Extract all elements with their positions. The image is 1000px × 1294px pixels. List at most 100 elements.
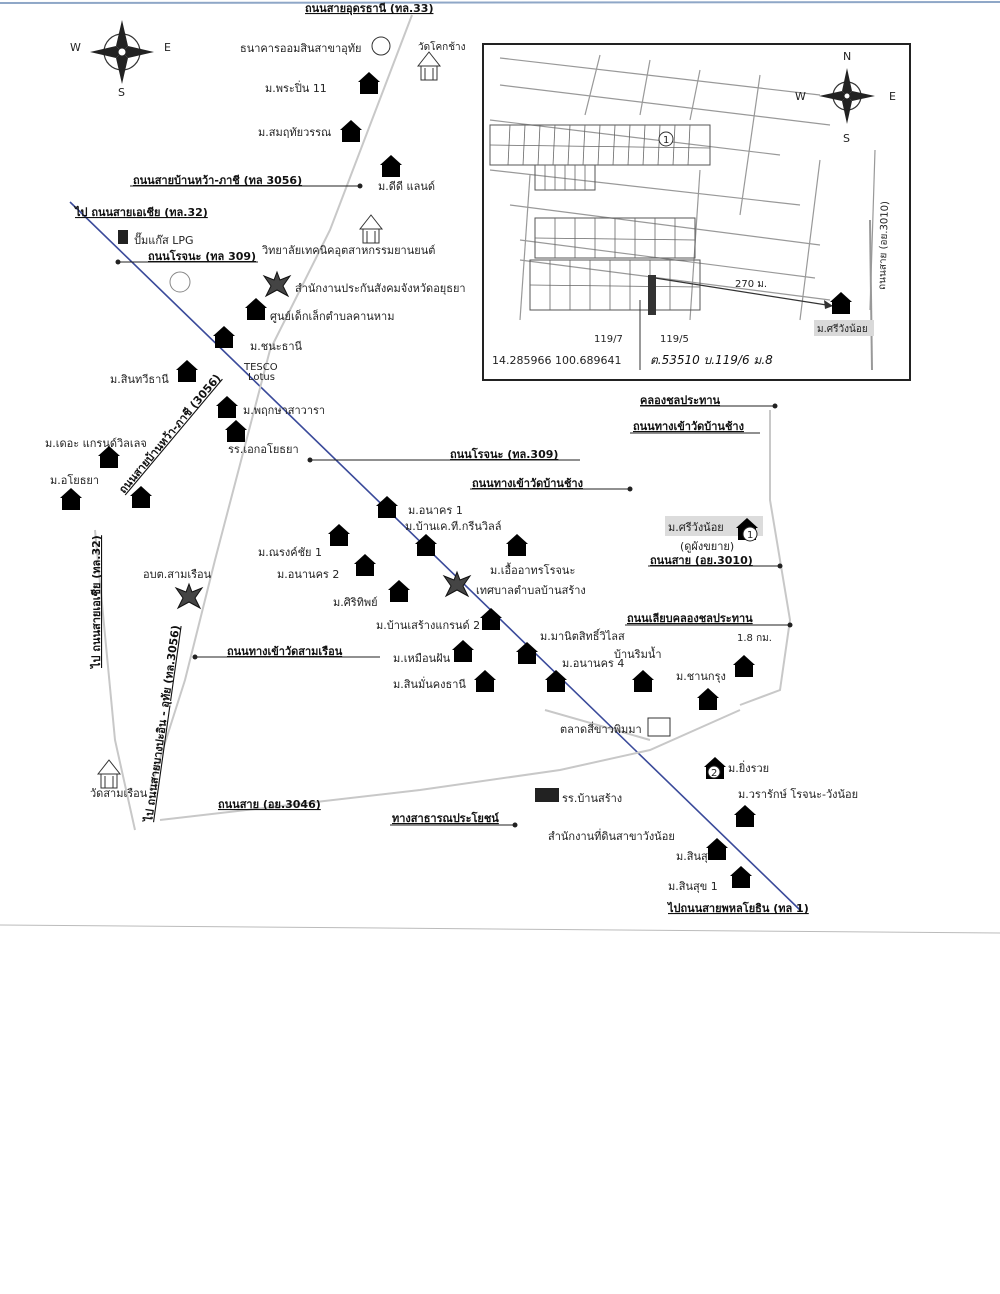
- scan-edge: [0, 1, 1000, 4]
- municipality-garuda-icon: [443, 571, 471, 597]
- place-tesco: TESCO: [243, 362, 278, 373]
- frame-bottom: [0, 924, 1000, 934]
- place-ying-ruay: ม.ยิ่งรวย: [728, 760, 769, 775]
- place-sam-ruean-office: อบต.สามเรือน: [143, 568, 212, 581]
- place-marker-1: 1: [747, 530, 753, 541]
- road-label-asia-top: ไป ถนนสายเอเชีย (ทล.32): [73, 205, 208, 219]
- place-the-grand: ม.เดอะ แกรนด์วิลเลจ: [45, 437, 147, 450]
- place-anakorn2: ม.อนานคร 2: [277, 568, 339, 581]
- place-manit: ม.มานิตสิทธิ์วิไลส: [540, 628, 625, 643]
- ayutthaya-house-icon-1: [60, 488, 82, 510]
- place-extension: (ดูผังขยาย): [680, 540, 734, 553]
- narong-house-icon: [328, 524, 350, 546]
- sinsuk1-house-icon: [730, 866, 752, 888]
- daycare-house-icon: [245, 298, 267, 320]
- place-bansang-grand: ม.บ้านเสร้างแกรนด์ 2: [376, 619, 480, 632]
- compass-inset: N W E S: [795, 50, 896, 145]
- compass-main-east: E: [164, 41, 171, 54]
- place-daycare: ศูนย์เด็กเล็กตำบลคานหาม: [270, 309, 394, 323]
- place-wat-chang: วัดโคกช้าง: [418, 40, 466, 53]
- inset-plot-1195: 119/5: [660, 334, 689, 345]
- place-market: ตลาดสี่ขาวพิมมา: [560, 721, 642, 736]
- place-ban-rim-nam: บ้านริมน้ำ: [614, 646, 662, 661]
- road-label-distance-18: 1.8 กม.: [737, 633, 772, 644]
- place-ban-khao: ม.บ้านเค.ที.กรีนวิลล์: [405, 520, 502, 533]
- inset-map: 1 270 ม. ถนนสาย (อย.3010) ม.ศรีวังน้อย 1…: [482, 43, 911, 381]
- muang-fan-house-icon: [452, 640, 474, 662]
- road-label-khlong: คลองชลประทาน: [640, 394, 721, 407]
- ban-khao-house-icon: [415, 534, 437, 556]
- place-uea-athorn: ม.เอื้ออาทรโรจนะ: [490, 562, 575, 577]
- dd-land-house-icon: [380, 155, 402, 177]
- compass-inset-north: N: [843, 50, 851, 63]
- chana-house-icon: [213, 326, 235, 348]
- chan-krung-house-icon-2: [697, 688, 719, 710]
- inset-distance: 270 ม.: [735, 279, 767, 290]
- manit-house-icon: [516, 642, 538, 664]
- road-label-wat-sam-ruean: ถนนทางเข้าวัดสามเรือน: [227, 645, 343, 658]
- road-label-3010: ถนนสาย (อย.3010): [650, 554, 753, 567]
- place-lotus: Lotus: [248, 372, 275, 383]
- compass-main-west: W: [70, 41, 81, 54]
- place-anakorn1: ม.อนาคร 1: [408, 504, 463, 517]
- phruksa-house-icon: [216, 396, 238, 418]
- lpg-pump-icon: [118, 230, 128, 244]
- place-school-bansang: รร.บ้านสร้าง: [562, 792, 622, 805]
- place-sirichai: ม.ศิริทิพย์: [333, 596, 378, 609]
- compass-inset-south: S: [843, 132, 850, 145]
- wat-sam-ruean-temple-icon: [97, 759, 121, 789]
- inset-handwritten-note: ต.53510 บ.119/6 ม.8: [650, 353, 773, 367]
- place-lpg: ปั๊มแก๊ส LPG: [134, 232, 193, 247]
- road-label-3056-top: ถนนสายบ้านหว้า-ภาชี (ทล 3056): [133, 174, 302, 187]
- marker-2-circle: [707, 765, 721, 779]
- marker-1-circle: [742, 526, 758, 542]
- inset-road-3010: ถนนสาย (อย.3010): [877, 201, 891, 290]
- place-wararak: ม.วรารักษ์ โรจนะ-วังน้อย: [738, 787, 858, 801]
- wat-chang-temple-icon: [417, 51, 441, 81]
- place-anakorn4: ม.อนานคร 4: [562, 657, 624, 670]
- anakorn2-house-icon: [354, 554, 376, 576]
- place-marker-2: 2: [711, 768, 717, 779]
- road-label-phahon: ไปถนนสายพหลโยธิน (ทล 1): [666, 901, 809, 915]
- logo-seal-icon: [169, 271, 191, 293]
- place-ayutthaya: ม.อโยธยา: [50, 473, 99, 487]
- compass-inset-east: E: [889, 90, 896, 103]
- road-label-rojana-top: ถนนโรจนะ (ทล 309): [148, 249, 256, 263]
- place-sombun: ม.สมฤทัยวรรณ: [258, 126, 331, 139]
- place-sinthawi: ม.สินทวีธานี: [110, 373, 169, 386]
- compass-main-south: S: [118, 86, 125, 99]
- place-chana: ม.ชนะธานี: [250, 340, 303, 353]
- wararak-house-icon: [734, 805, 756, 827]
- highway-diagonal: [69, 201, 801, 911]
- compass-inset-west: W: [795, 90, 806, 103]
- place-phra-pin: ม.พระปิ่น 11: [265, 80, 327, 95]
- road-label-3056-diagonal: ถนนสายบ้านหว้า-ภาชี (3056): [116, 372, 223, 496]
- place-narong: ม.ณรงค์ชัย 1: [258, 546, 322, 559]
- road-label-khlong-side: ถนนเลียบคลองชลประทาน: [627, 612, 753, 625]
- place-land-office: สำนักงานที่ดินสาขาวังน้อย: [548, 828, 675, 843]
- compass-main: W E S: [70, 20, 171, 99]
- market-icon: [647, 717, 671, 737]
- place-municipality: เทศบาลตำบลบ้านสร้าง: [476, 584, 586, 597]
- place-college: วิทยาลัยเทคนิคอุตสาหกรรมยานยนต์: [261, 244, 435, 257]
- place-wat-sam-ruean: วัดสามเรือน: [90, 787, 148, 800]
- inset-coordinates: 14.285966 100.689641: [492, 354, 621, 367]
- place-school-ayut: รร.เอกอโยธยา: [228, 442, 299, 456]
- inset-target-label: ม.ศรีวังน้อย: [817, 323, 868, 335]
- sso-garuda-icon: [263, 271, 291, 297]
- ban-rim-nam-house-icon: [632, 670, 654, 692]
- chan-krung-house-icon-1: [733, 655, 755, 677]
- college-building-icon: [359, 214, 383, 244]
- place-sin-mang: ม.สินมั่นคงธานี: [393, 676, 466, 691]
- inset-plot-1197: 119/7: [594, 334, 623, 345]
- road-label-wat-ban-chang-1: ถนนทางเข้าวัดบ้านช้าง: [633, 420, 744, 433]
- road-label-wat-ban-chang-2: ถนนทางเข้าวัดบ้านช้าง: [472, 477, 583, 490]
- place-chan-krung: ม.ชานกรุง: [676, 670, 726, 683]
- sin-mang-house-icon: [474, 670, 496, 692]
- place-phruksa: ม.พฤกษาสาวารา: [243, 404, 325, 417]
- place-muang-fan: ม.เหมือนฝัน: [393, 652, 451, 665]
- anakorn4-house-icon: [545, 670, 567, 692]
- place-dd-land: ม.ดีดี แลนด์: [378, 180, 435, 193]
- place-sso: สำนักงานประกันสังคมจังหวัดอยุธยา: [295, 282, 466, 295]
